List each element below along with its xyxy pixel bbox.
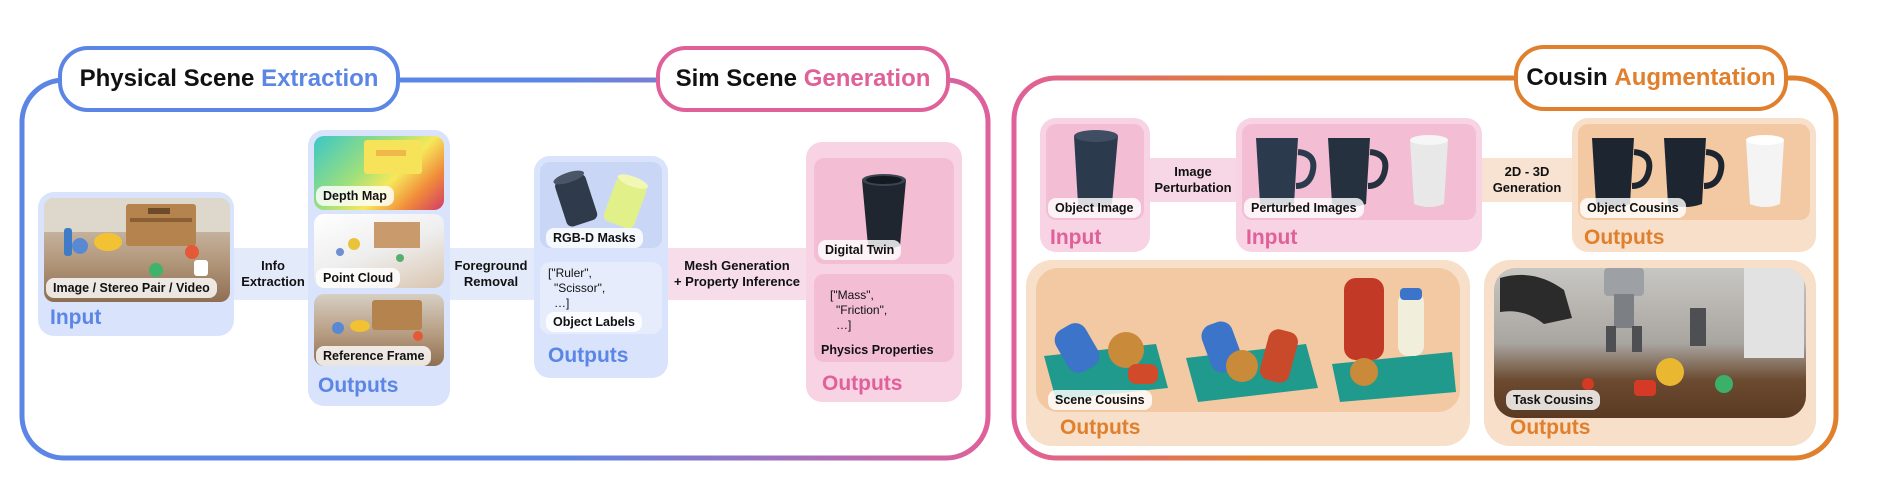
foreground-removal-step: Foreground Removal xyxy=(454,258,528,289)
right-frame xyxy=(1011,75,1839,461)
2d-3d-generation-step: 2D - 3D Generation xyxy=(1492,164,1562,195)
generation-title: Sim Scene Generation xyxy=(656,46,950,112)
object-input-label: Input xyxy=(1050,226,1102,249)
perturbed-images-chip: Perturbed Images xyxy=(1244,198,1364,218)
rgbd-masks-chip: RGB-D Masks xyxy=(546,228,643,248)
augmentation-title: Cousin Augmentation xyxy=(1514,45,1788,111)
input-chip: Image / Stereo Pair / Video xyxy=(46,278,217,298)
outputs-label-1: Outputs xyxy=(318,374,399,397)
physics-properties-chip: Physics Properties xyxy=(821,343,934,357)
object-image-chip: Object Image xyxy=(1048,198,1141,218)
object-cousins-image xyxy=(1578,124,1810,220)
task-cousins-chip: Task Cousins xyxy=(1506,390,1601,410)
digital-twin-chip: Digital Twin xyxy=(818,240,902,260)
object-cousins-outputs-label: Outputs xyxy=(1584,226,1665,249)
scene-cousins-outputs-label: Outputs xyxy=(1060,416,1141,439)
point-cloud-chip: Point Cloud xyxy=(316,268,401,288)
mesh-generation-step: Mesh Generation + Property Inference xyxy=(673,258,801,289)
task-cousins-outputs-label: Outputs xyxy=(1510,416,1591,439)
perturbed-images xyxy=(1242,124,1476,220)
image-perturbation-step: Image Perturbation xyxy=(1154,164,1232,195)
scene-cousins-chip: Scene Cousins xyxy=(1048,390,1152,410)
object-labels-chip: Object Labels xyxy=(546,312,642,332)
left-frame xyxy=(19,77,991,461)
input-label: Input xyxy=(50,306,102,329)
object-cousins-chip: Object Cousins xyxy=(1580,198,1686,218)
outputs-label-2: Outputs xyxy=(548,344,629,367)
object-image xyxy=(1046,124,1144,220)
object-labels-list: ["Ruler", "Scissor", …] xyxy=(548,266,606,310)
physics-list: ["Mass", "Friction", …] xyxy=(830,288,888,332)
generation-outputs-label: Outputs xyxy=(822,372,903,395)
extraction-title: Physical Scene Extraction xyxy=(58,46,400,112)
physics-box xyxy=(814,274,954,362)
reference-frame-chip: Reference Frame xyxy=(316,346,432,366)
info-extraction-step: Info Extraction xyxy=(241,258,305,289)
depth-map-chip: Depth Map xyxy=(316,186,394,206)
task-cousins-image xyxy=(1494,268,1806,418)
perturbed-input-label: Input xyxy=(1246,226,1298,249)
scene-cousins-image xyxy=(1036,268,1460,412)
